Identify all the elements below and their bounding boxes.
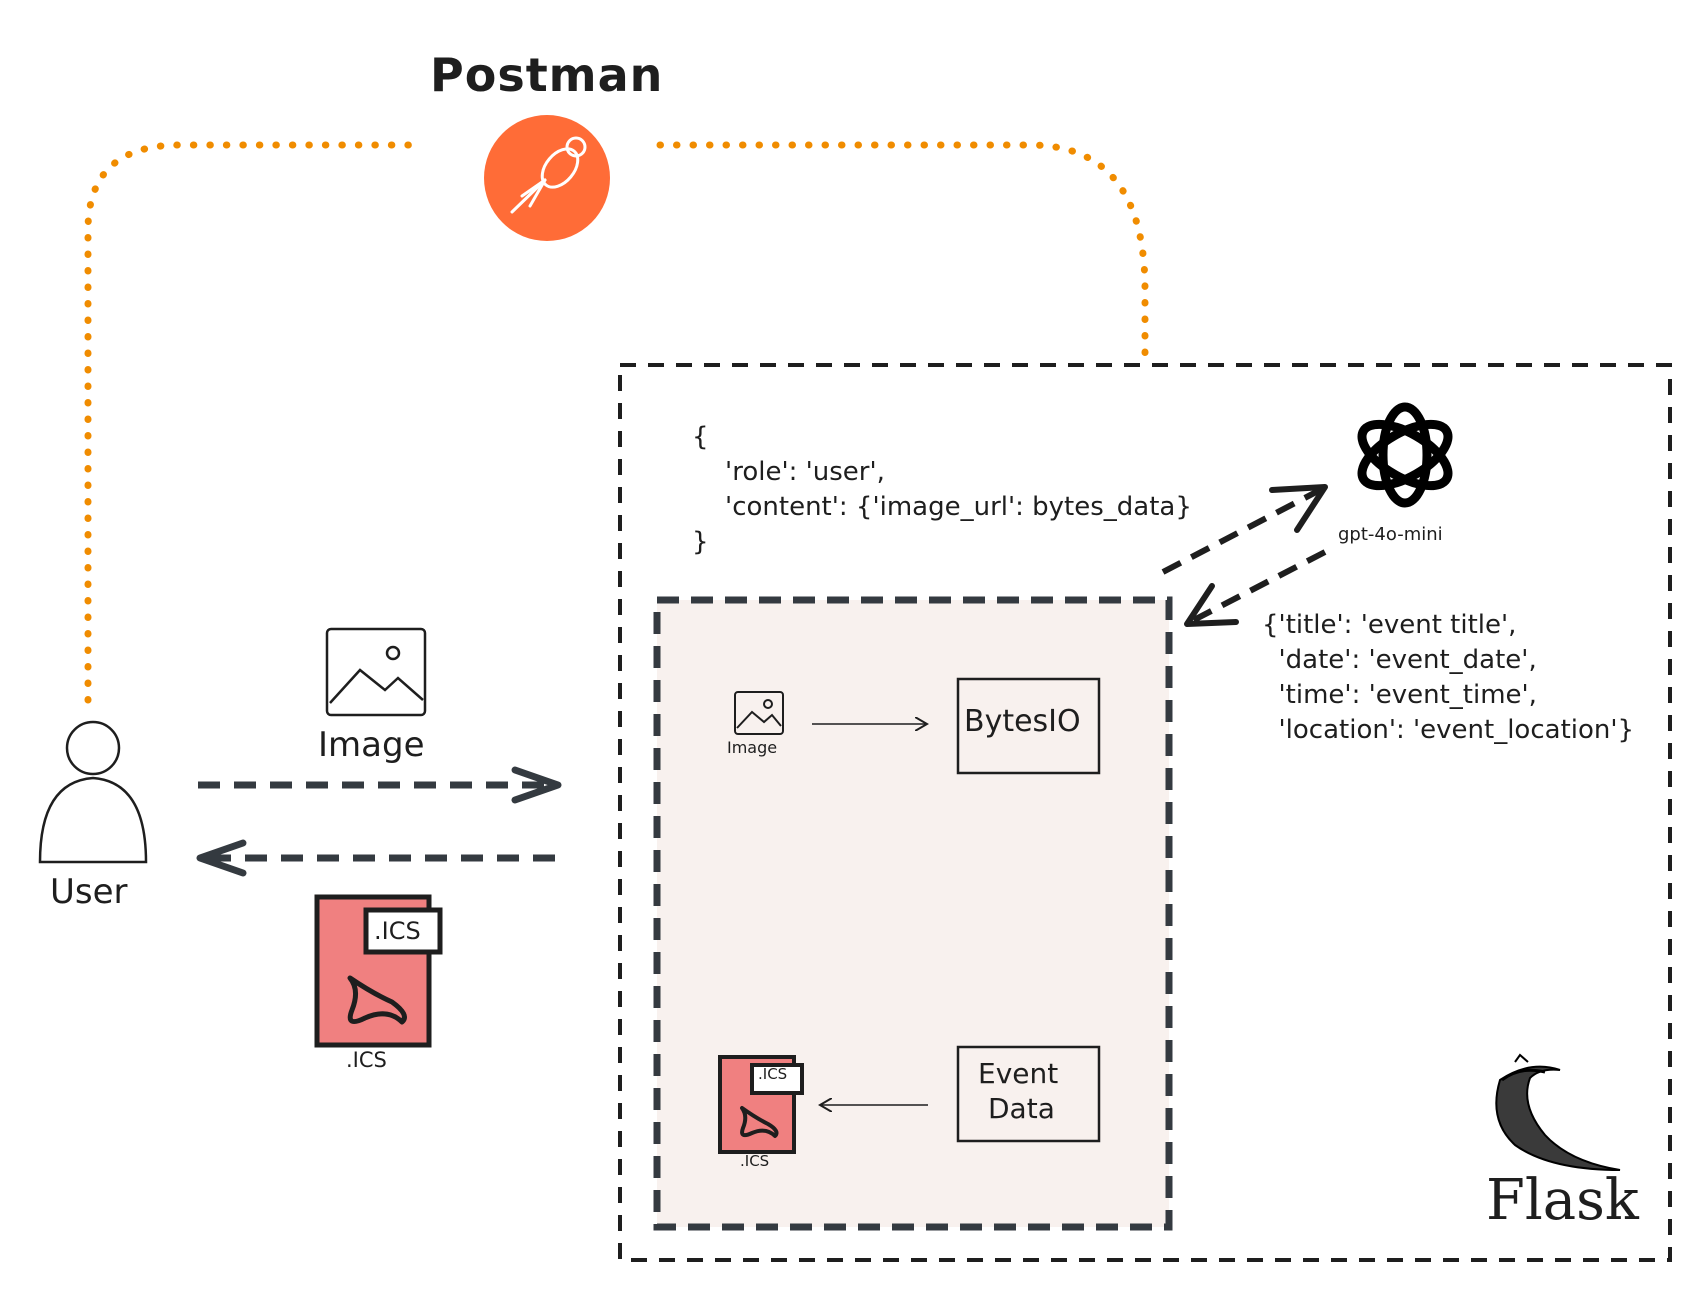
event-data-label-line1: Event xyxy=(978,1057,1059,1090)
ics-badge-small: .ICS xyxy=(758,1065,788,1083)
image-label-small: Image xyxy=(727,738,778,757)
image-icon xyxy=(325,627,427,717)
flask-label: Flask xyxy=(1486,1168,1639,1233)
image-icon xyxy=(734,691,784,735)
user-label: User xyxy=(50,872,128,912)
postman-title: Postman xyxy=(430,48,664,102)
request-arrow xyxy=(198,766,562,804)
ics-file-icon xyxy=(314,894,443,1048)
response-payload-code: {'title': 'event title', 'date': 'event_… xyxy=(1262,610,1635,745)
ics-caption-small: .ICS xyxy=(740,1152,770,1170)
flask-logo-icon xyxy=(1495,1053,1621,1171)
openai-logo-icon xyxy=(1357,402,1453,508)
postman-logo-icon xyxy=(484,115,610,241)
event-data-label-line2: Data xyxy=(988,1092,1055,1125)
user-icon xyxy=(38,720,148,864)
ics-caption: .ICS xyxy=(346,1048,387,1072)
ics-file-icon xyxy=(718,1055,804,1154)
image-label: Image xyxy=(318,725,425,765)
postman-connector-left xyxy=(84,141,419,704)
request-payload-code: { 'role': 'user', 'content': {'image_url… xyxy=(692,422,1192,557)
bytesio-label: BytesIO xyxy=(964,704,1081,739)
gpt-model-label: gpt-4o-mini xyxy=(1338,524,1443,545)
gpt-request-arrow xyxy=(1161,484,1328,575)
gpt-response-arrow xyxy=(1184,549,1327,627)
flask-container xyxy=(618,363,1672,1262)
bytesio-box xyxy=(956,677,1101,775)
response-arrow xyxy=(196,839,555,877)
event-data-box xyxy=(956,1045,1101,1143)
postman-connector-right xyxy=(656,141,1149,359)
ics-badge: .ICS xyxy=(374,917,421,945)
